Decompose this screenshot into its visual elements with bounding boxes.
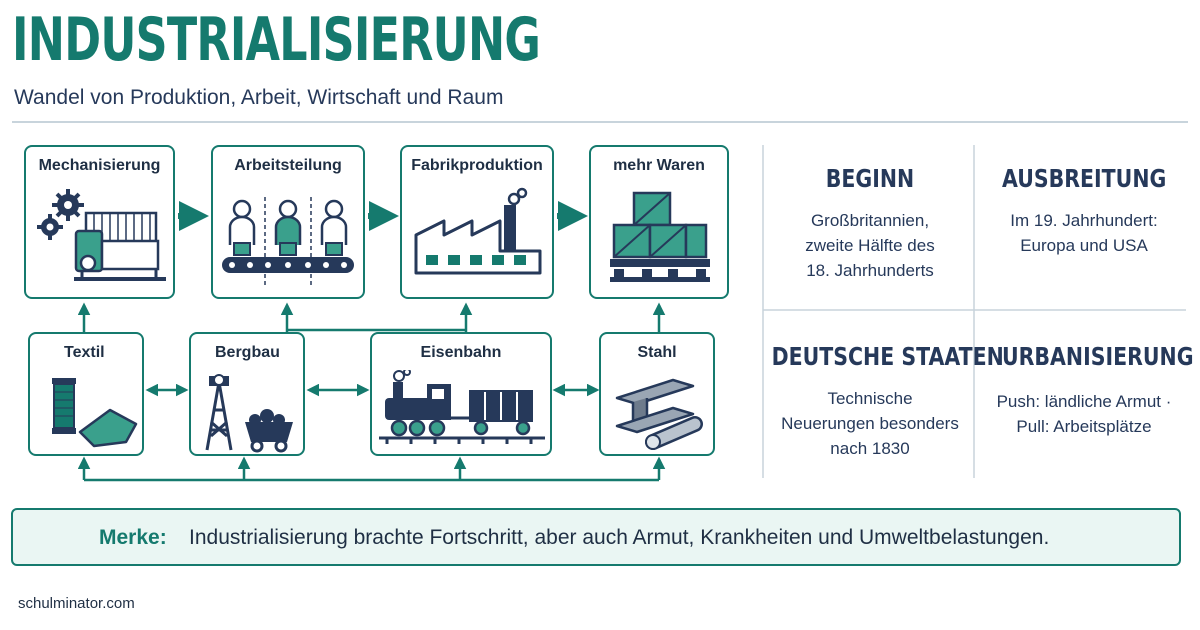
box-mechanisierung: Mechanisierung [24,145,175,299]
flow-connectors [77,201,666,482]
merke-text: Industrialisierung brachte Fortschritt, … [189,526,1050,549]
box-fabrikproduktion: Fabrikproduktion [400,145,554,299]
box-label: Fabrikproduktion [411,157,543,174]
box-label: Eisenbahn [420,344,502,361]
panel-title-beginn: BEGINN [825,164,915,193]
panel-title-ausbreitung: AUSBREITUNG [1002,164,1167,193]
mine-cart-icon [205,374,293,453]
box-label: Stahl [637,344,677,361]
box-label: Bergbau [215,344,280,361]
box-eisenbahn: Eisenbahn [370,332,552,456]
bottom-bus [77,456,666,482]
box-stahl: Stahl [599,332,715,456]
locomotive-icon [379,370,545,444]
panel-text-urbanisierung: Push: ländliche Armut ·Pull: Arbeitsplät… [996,392,1172,436]
steel-beam-icon [615,378,703,450]
page-subtitle: Wandel von Produktion, Arbeit, Wirtschaf… [14,86,504,109]
panel-grid [762,145,1186,478]
panel-text-ausbreitung: Im 19. Jahrhundert:Europa und USA [1010,211,1158,255]
merke-label: Merke: [99,526,167,549]
assembly-line-icon [222,197,354,287]
box-label: Mechanisierung [38,157,161,174]
footer-source: schulminator.com [18,595,135,612]
page-title: INDUSTRIALISIERUNG [12,5,541,75]
merke-box: Merke: Industrialisierung brachte Fortsc… [11,508,1181,566]
panel-title-urbanisierung: URBANISIERUNG [1002,342,1194,371]
gears-loom-icon [37,189,166,281]
up-arrows [77,302,666,332]
header-divider [12,121,1188,123]
box-label: Arbeitsteilung [234,157,342,174]
yarn-cloth-icon [52,378,138,448]
crates-icon [610,191,710,282]
box-label: mehr Waren [613,157,705,174]
factory-icon [414,187,542,275]
box-bergbau: Bergbau [189,332,305,456]
box-arbeitsteilung: Arbeitsteilung [211,145,365,299]
panel-title-deutsche-staaten: DEUTSCHE STAATEN [771,342,1004,371]
box-mehr-waren: mehr Waren [589,145,729,299]
box-textil: Textil [28,332,144,456]
box-label: Textil [64,344,105,361]
